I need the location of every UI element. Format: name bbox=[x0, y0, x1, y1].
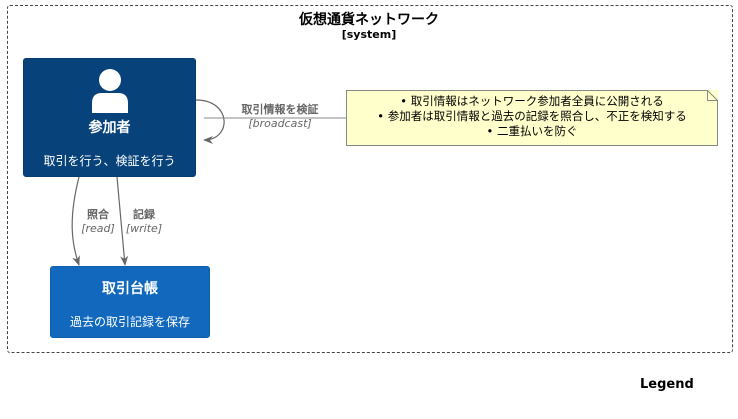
relation-technology: [write] bbox=[125, 222, 163, 235]
system-type-label: [system] bbox=[341, 28, 397, 41]
system-boundary bbox=[7, 5, 733, 353]
legend-title: Legend bbox=[640, 377, 694, 392]
relation-label: 取引情報を検証 bbox=[241, 103, 319, 116]
person-name: 参加者 bbox=[88, 120, 131, 136]
note-line: • 参加者は取引情報と過去の記録を照合し、不正を検知する bbox=[377, 109, 687, 123]
participant-person: 参加者 取引を行う、検証を行う bbox=[23, 58, 196, 177]
write-arrow bbox=[116, 176, 129, 266]
system-title: 仮想通貨ネットワーク bbox=[299, 12, 439, 28]
relation-technology: [read] bbox=[81, 222, 115, 235]
read-relation-label: 照合 [read] bbox=[70, 208, 126, 236]
ledger-description: 過去の取引記録を保存 bbox=[69, 315, 190, 329]
person-description: 取引を行う、検証を行う bbox=[43, 154, 176, 168]
write-relation-label: 記録 [write] bbox=[118, 208, 170, 236]
note-frame bbox=[346, 90, 718, 146]
self-loop-arrow bbox=[195, 99, 225, 144]
relation-technology: [broadcast] bbox=[248, 117, 312, 130]
relation-label: 照合 bbox=[87, 208, 109, 221]
ledger-name: 取引台帳 bbox=[102, 281, 158, 297]
note-box: • 取引情報はネットワーク参加者全員に公開される • 参加者は取引情報と過去の記… bbox=[346, 90, 718, 146]
ledger-container: 取引台帳 過去の取引記録を保存 bbox=[50, 266, 210, 338]
note-line: • 取引情報はネットワーク参加者全員に公開される bbox=[400, 94, 664, 108]
person-icon bbox=[92, 69, 128, 113]
note-line: • 二重払いを防ぐ bbox=[486, 124, 578, 138]
relation-label: 記録 bbox=[133, 208, 155, 221]
read-arrow bbox=[71, 176, 80, 266]
verify-relation-label: 取引情報を検証 [broadcast] bbox=[230, 103, 330, 131]
